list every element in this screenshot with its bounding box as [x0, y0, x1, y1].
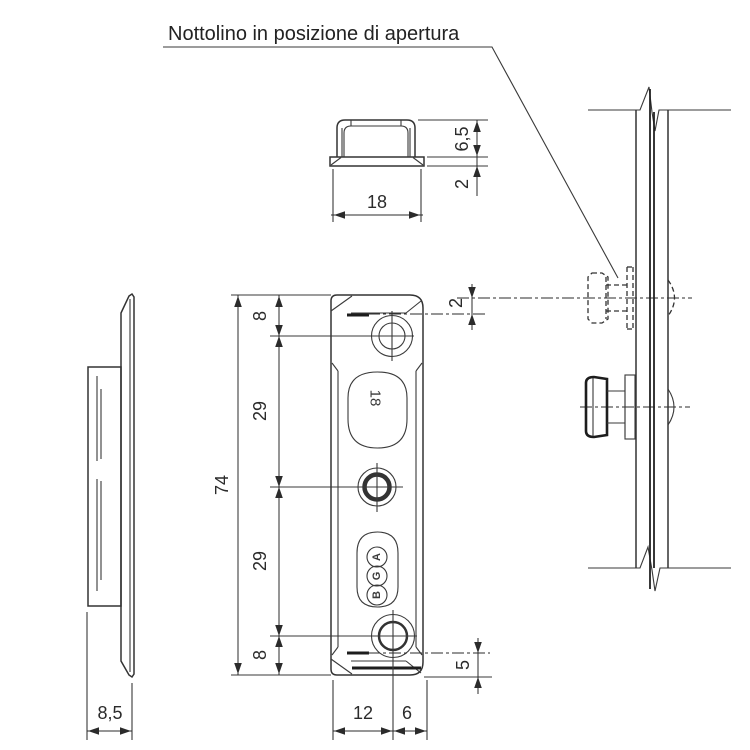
dim-gap-top-label: 2	[446, 298, 466, 308]
top-view-dimensions: 18 6,5 2	[331, 119, 488, 222]
top-view	[329, 119, 425, 167]
title-leader-line	[163, 46, 619, 279]
slot-marking-label: 18	[367, 390, 384, 407]
dim-top-height: 6,5	[452, 126, 472, 151]
dim-pitch-lower: 29	[250, 551, 270, 571]
dim-top-width: 18	[367, 192, 387, 212]
dim-offset-bottom: 8	[250, 650, 270, 660]
dim-hole-from-left: 12	[353, 703, 373, 723]
side-view-body	[87, 366, 122, 607]
drawing-title: Nottolino in posizione di apertura	[168, 23, 460, 45]
dim-top-lip: 2	[452, 179, 472, 189]
latch-pin-open	[587, 266, 676, 330]
dim-hole-from-right: 6	[402, 703, 412, 723]
dim-latch-gap-top: 2	[446, 284, 476, 330]
latch-pin-mounted	[584, 374, 675, 440]
dim-gap-bottom-label: 5	[453, 660, 473, 670]
dim-total-height: 74	[212, 475, 232, 495]
dim-offset-top: 8	[250, 311, 270, 321]
side-view	[87, 292, 135, 679]
front-plate-outline	[330, 294, 424, 676]
front-view-dimensions-bottom: 12 6	[332, 680, 428, 740]
dim-side-depth: 8,5	[97, 703, 122, 723]
side-view-faceplate	[120, 292, 135, 679]
brand-letter-b: B	[371, 591, 383, 599]
brand-letter-g: G	[371, 572, 383, 581]
front-view: 18 A G B	[330, 294, 424, 740]
brand-letter-a: A	[371, 553, 383, 561]
brand-logo: A G B	[366, 546, 388, 606]
profile-view	[584, 86, 731, 592]
lower-slot	[356, 531, 399, 608]
top-view-lip	[329, 156, 425, 167]
front-view-dimensions-left: 8 29 29 8 74	[212, 294, 417, 676]
upper-slot	[347, 371, 408, 449]
top-view-box	[336, 119, 416, 157]
dim-pitch-upper: 29	[250, 401, 270, 421]
side-view-dimensions: 8,5	[86, 612, 133, 740]
centerlines	[368, 297, 692, 654]
dim-latch-gap-bottom: 5	[424, 638, 492, 694]
